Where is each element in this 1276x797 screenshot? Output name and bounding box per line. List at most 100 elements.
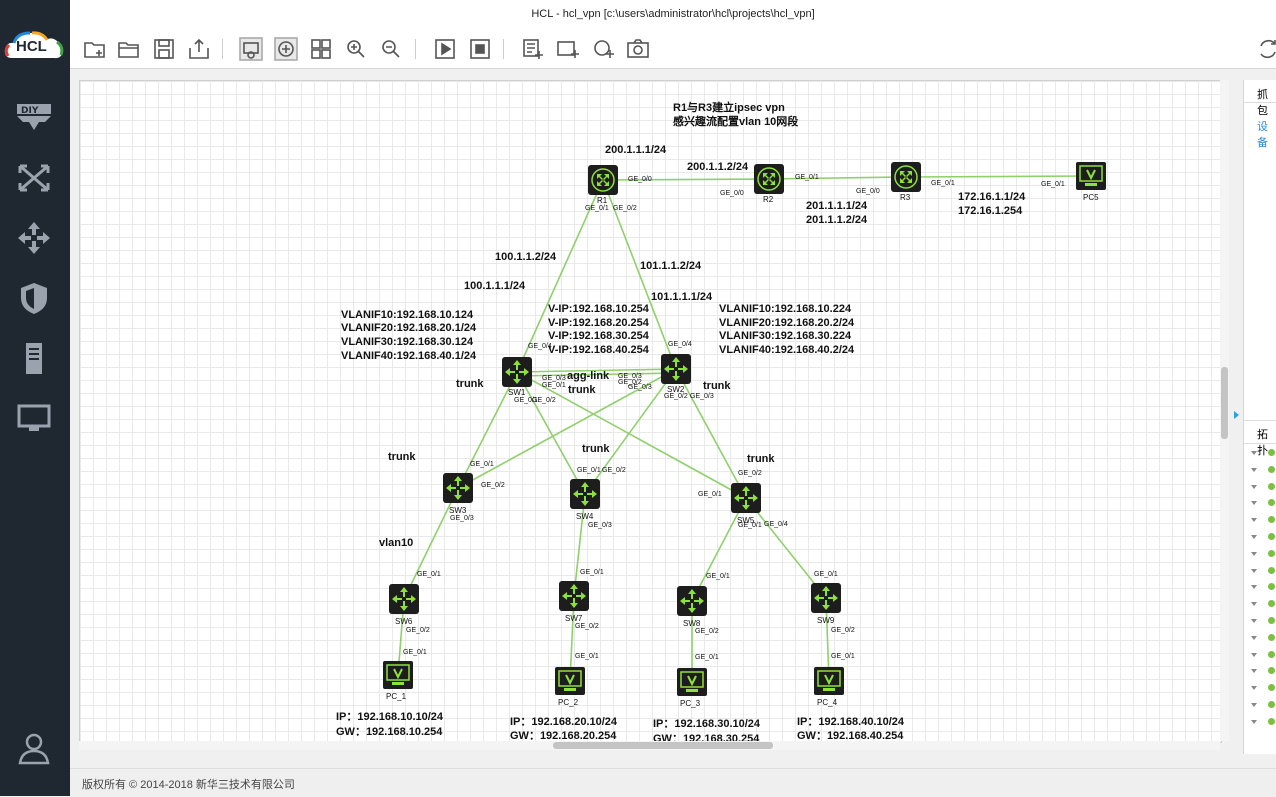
device-pc4[interactable]: PC_4 (814, 667, 844, 707)
vertical-scroll-thumb[interactable] (1221, 367, 1228, 439)
tree-expand-icon[interactable] (1251, 484, 1257, 489)
new-project-icon[interactable] (82, 36, 108, 62)
annotation-pc-ip[interactable]: IP：192.168.30.10/24 (653, 718, 761, 730)
tree-expand-icon[interactable] (1251, 467, 1257, 472)
device-r1[interactable]: R1 (588, 165, 618, 205)
router-icon[interactable] (14, 218, 54, 258)
annotation-vip[interactable]: V-IP:192.168.20.254 (548, 317, 649, 329)
device-sw6[interactable]: SW6 (389, 584, 419, 626)
configure-icon[interactable] (520, 36, 546, 62)
snapshot-icon[interactable] (625, 36, 651, 62)
device-pc1[interactable]: PC_1 (383, 661, 413, 701)
stop-all-icon[interactable] (467, 36, 493, 62)
tree-expand-icon[interactable] (1251, 518, 1257, 523)
toggle-ports-icon[interactable] (273, 36, 299, 62)
tree-expand-icon[interactable] (1251, 551, 1257, 556)
zoom-in-icon[interactable] (343, 36, 369, 62)
annotation-pc-gw[interactable]: GW：192.168.10.254 (336, 726, 443, 738)
tree-expand-icon[interactable] (1251, 585, 1257, 590)
tree-expand-icon[interactable] (1251, 602, 1257, 607)
terminal-icon[interactable] (14, 398, 54, 438)
topology-section-header[interactable]: 拓扑 (1244, 420, 1276, 457)
export-icon[interactable] (186, 36, 212, 62)
annotation-ip[interactable]: 201.1.1.2/24 (806, 214, 868, 226)
annotation-note2[interactable]: 感兴趣流配置vlan 10网段 (673, 116, 799, 128)
annotation-ip[interactable]: 201.1.1.1/24 (806, 200, 868, 212)
capture-device-link[interactable]: 设备 (1257, 121, 1268, 149)
annotation-vlanif[interactable]: VLANIF30:192.168.30.124 (341, 336, 474, 348)
annotation-vlanif[interactable]: VLANIF10:192.168.10.224 (719, 303, 852, 315)
annotation-ip[interactable]: 172.16.1.254 (958, 205, 1023, 217)
device-r2[interactable]: R2 (754, 164, 784, 204)
device-sw5[interactable]: SW5 (731, 483, 761, 525)
tree-expand-icon[interactable] (1251, 568, 1257, 573)
switch-icon[interactable] (14, 158, 54, 198)
annotation-pc-ip[interactable]: IP：192.168.20.10/24 (510, 716, 618, 728)
annotation-ip[interactable]: 200.1.1.1/24 (605, 144, 667, 156)
annotation-vlanif[interactable]: VLANIF40:192.168.40.2/24 (719, 344, 855, 356)
tree-expand-icon[interactable] (1251, 501, 1257, 506)
device-sw9[interactable]: SW9 (811, 583, 841, 625)
annotation-pc-ip[interactable]: IP：192.168.10.10/24 (336, 711, 444, 723)
annotation-trunk[interactable]: trunk (568, 384, 596, 396)
show-labels-icon[interactable] (238, 36, 264, 62)
annotation-trunk[interactable]: trunk (582, 443, 610, 455)
tree-expand-icon[interactable] (1251, 719, 1257, 724)
annotation-vlanif[interactable]: VLANIF10:192.168.10.124 (341, 309, 474, 321)
annotation-agg-link[interactable]: agg-link (567, 370, 610, 382)
annotation-pc-ip[interactable]: IP：192.168.40.10/24 (797, 716, 905, 728)
tree-expand-icon[interactable] (1251, 451, 1257, 455)
annotation-vlanif[interactable]: VLANIF20:192.168.20.1/24 (341, 322, 477, 334)
user-icon[interactable] (14, 728, 54, 768)
annotation-vip[interactable]: V-IP:192.168.40.254 (548, 344, 649, 356)
annotation-vlanif[interactable]: VLANIF20:192.168.20.2/24 (719, 317, 855, 329)
shield-icon[interactable] (14, 278, 54, 318)
add-shape-icon[interactable] (590, 36, 616, 62)
server-icon[interactable] (14, 338, 54, 378)
device-sw8[interactable]: SW8 (677, 586, 707, 628)
annotation-trunk[interactable]: trunk (747, 453, 775, 465)
device-pc3[interactable]: PC_3 (677, 668, 707, 708)
tree-expand-icon[interactable] (1251, 619, 1257, 623)
annotation-pc-gw[interactable]: GW：192.168.30.254 (653, 733, 760, 743)
annotation-note1[interactable]: R1与R3建立ipsec vpn (673, 102, 785, 114)
device-sw3[interactable]: SW3 (443, 473, 473, 515)
annotation-vlanif[interactable]: VLANIF30:192.168.30.224 (719, 330, 852, 342)
panel-expand-icon[interactable] (1232, 408, 1241, 422)
diy-icon[interactable]: DIY (14, 98, 54, 138)
save-icon[interactable] (151, 36, 177, 62)
annotation-trunk[interactable]: trunk (388, 451, 416, 463)
grid-icon[interactable] (308, 36, 334, 62)
device-sw7[interactable]: SW7 (559, 581, 589, 623)
start-all-icon[interactable] (432, 36, 458, 62)
tree-expand-icon[interactable] (1251, 686, 1257, 691)
device-pc2[interactable]: PC_2 (555, 667, 585, 707)
device-pc5[interactable]: PC5 (1076, 162, 1106, 202)
annotation-ip[interactable]: 101.1.1.2/24 (640, 260, 702, 272)
tree-expand-icon[interactable] (1251, 703, 1257, 707)
annotation-ip[interactable]: 100.1.1.1/24 (464, 280, 526, 292)
add-text-icon[interactable] (555, 36, 581, 62)
open-folder-icon[interactable] (116, 36, 142, 62)
annotation-vip[interactable]: V-IP:192.168.30.254 (548, 330, 649, 342)
annotation-ip[interactable]: 101.1.1.1/24 (651, 291, 713, 303)
tree-expand-icon[interactable] (1251, 635, 1257, 640)
device-r3[interactable]: R3 (891, 162, 921, 202)
annotation-vip[interactable]: V-IP:192.168.10.254 (548, 303, 649, 315)
annotation-vlan10[interactable]: vlan10 (379, 537, 414, 549)
vertical-scrollbar[interactable] (1220, 80, 1229, 741)
annotation-pc-gw[interactable]: GW：192.168.20.254 (510, 730, 617, 742)
annotation-pc-gw[interactable]: GW：192.168.40.254 (797, 730, 904, 742)
tree-expand-icon[interactable] (1251, 669, 1257, 674)
refresh-icon[interactable] (1255, 36, 1276, 62)
device-sw2[interactable]: SW2 (661, 354, 691, 394)
tree-expand-icon[interactable] (1251, 652, 1257, 657)
zoom-out-icon[interactable] (378, 36, 404, 62)
annotation-trunk[interactable]: trunk (456, 378, 484, 390)
tree-expand-icon[interactable] (1251, 535, 1257, 539)
annotation-trunk[interactable]: trunk (703, 380, 731, 392)
device-sw1[interactable]: SW1 (502, 357, 532, 397)
device-sw4[interactable]: SW4 (570, 479, 600, 521)
annotation-vlanif[interactable]: VLANIF40:192.168.40.1/24 (341, 350, 477, 362)
annotation-ip[interactable]: 200.1.1.2/24 (687, 161, 749, 173)
